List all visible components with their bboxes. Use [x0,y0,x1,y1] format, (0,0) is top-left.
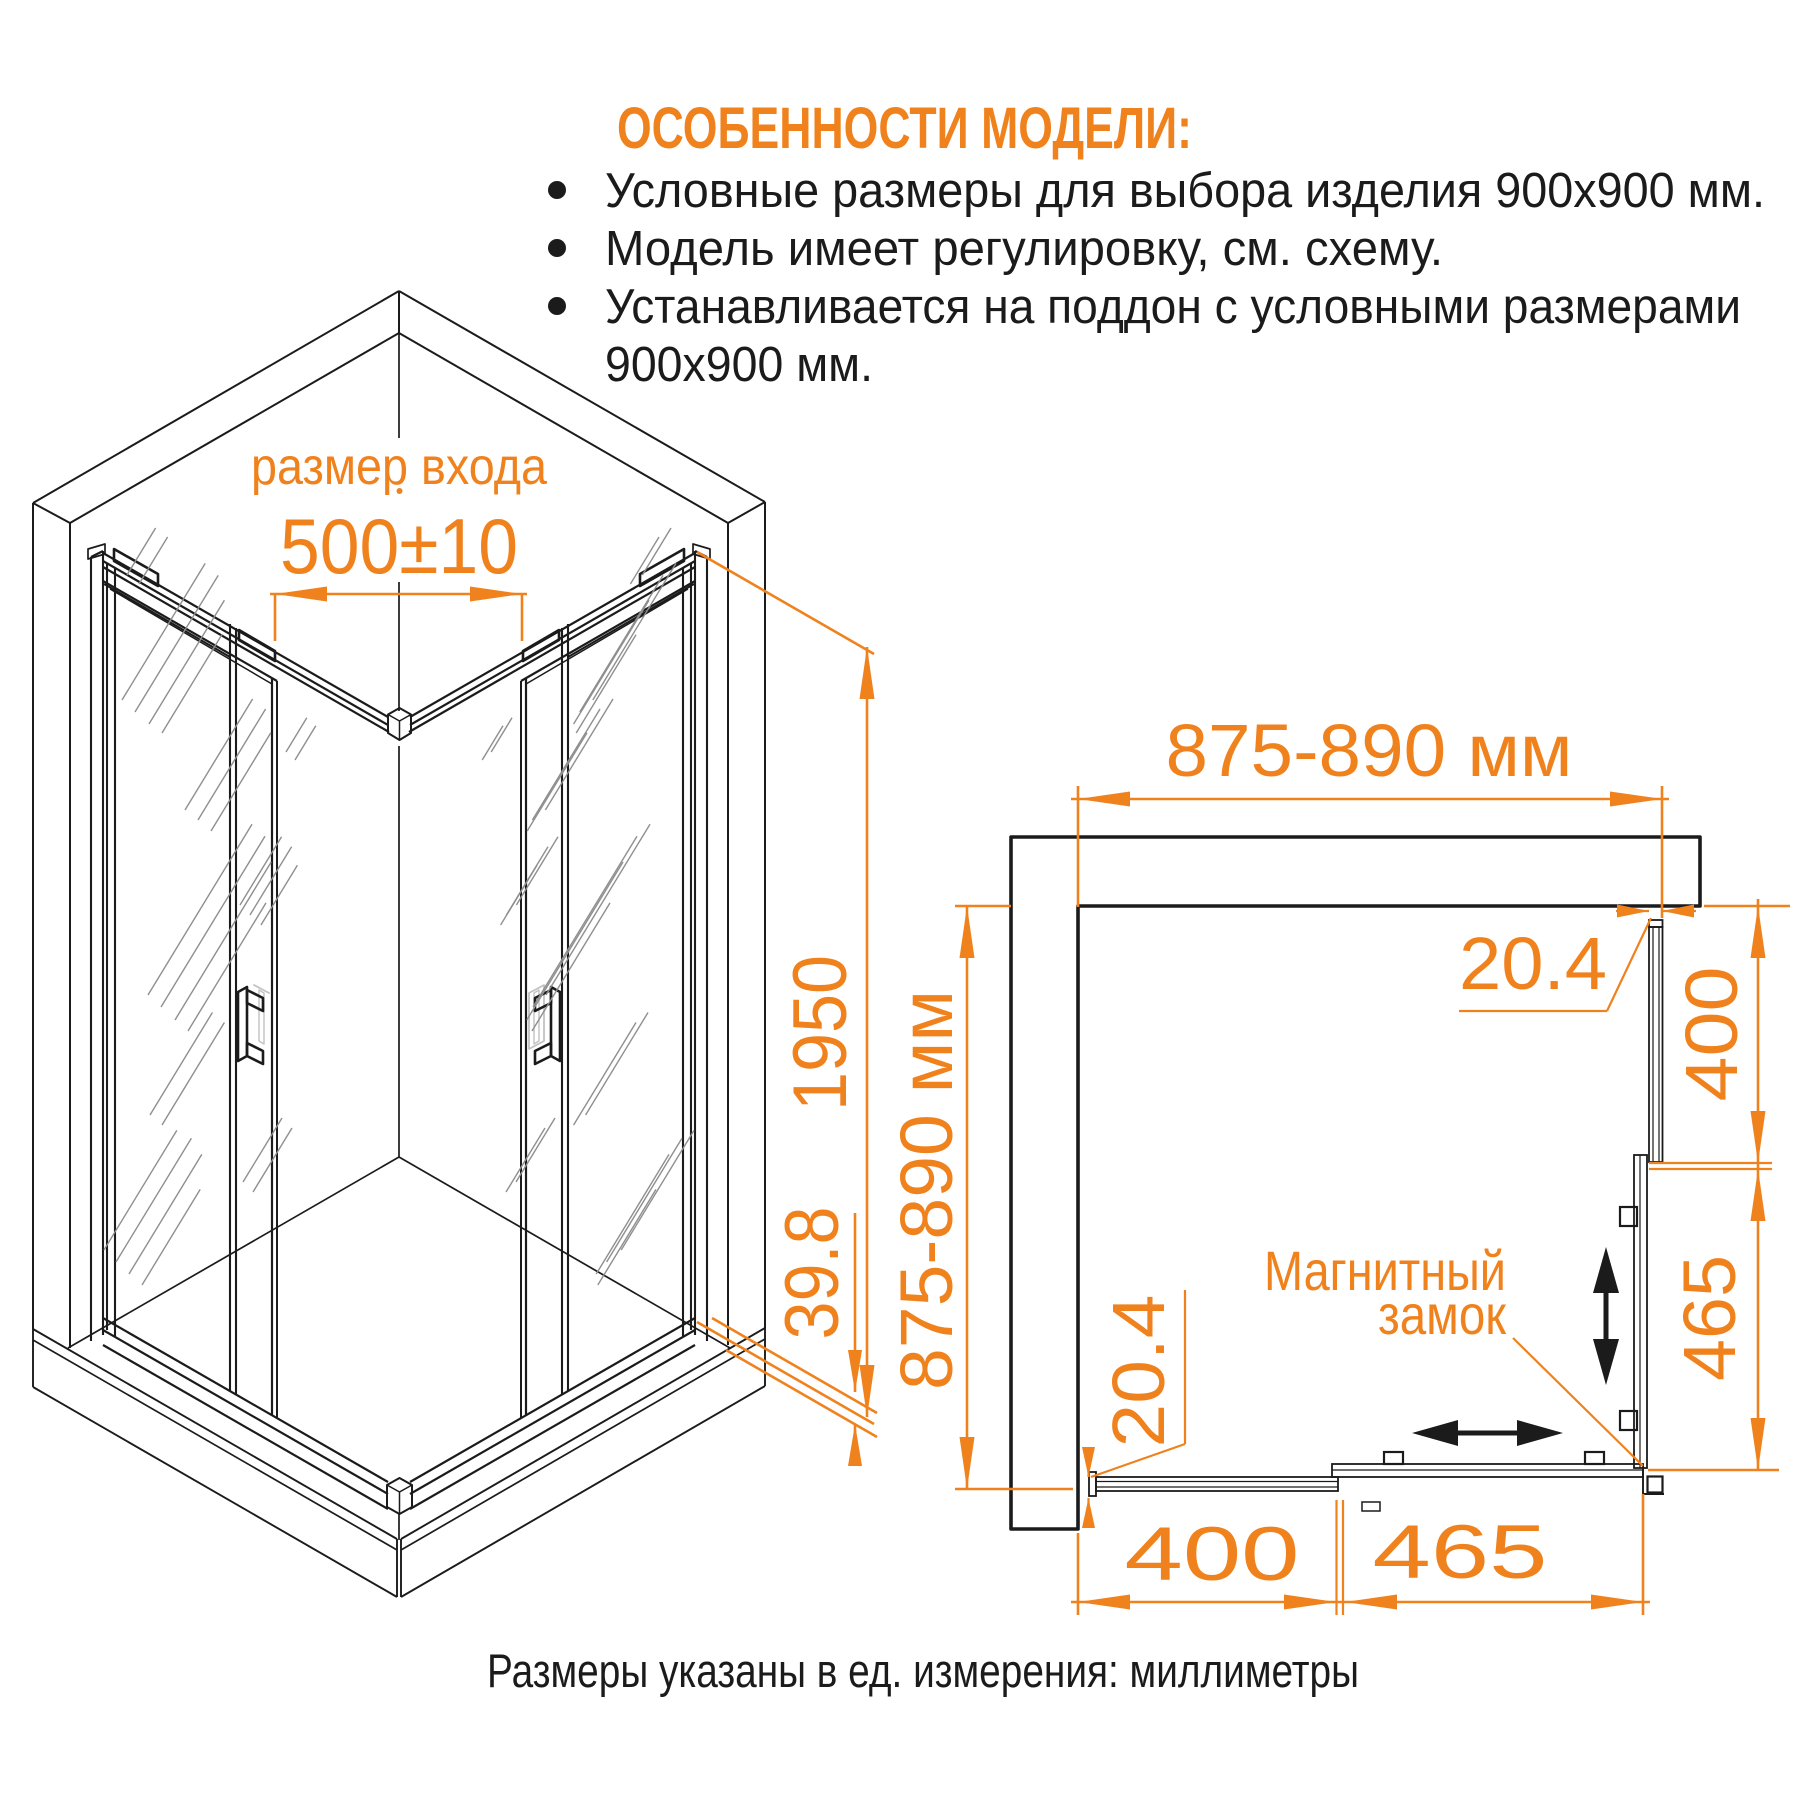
svg-text:замок: замок [1378,1283,1506,1346]
svg-text:Условные размеры для выбора из: Условные размеры для выбора изделия 900х… [605,164,1765,218]
svg-text:465: 465 [1373,1510,1548,1595]
svg-text:Модель имеет регулировку, см.: Модель имеет регулировку, см. схему. [605,222,1443,276]
svg-text:Магнитный: Магнитный [1264,1239,1506,1302]
svg-text:Размеры указаны в ед. измерени: Размеры указаны в ед. измерения: миллиме… [487,1644,1359,1697]
svg-text:500±10: 500±10 [280,502,518,590]
svg-text:465: 465 [1668,1255,1751,1381]
svg-text:39.8: 39.8 [770,1207,855,1340]
svg-text:20.4: 20.4 [1097,1295,1180,1448]
svg-text:400: 400 [1670,967,1753,1102]
svg-text:размер входа: размер входа [251,438,547,496]
svg-text:875-890 мм: 875-890 мм [885,990,968,1390]
svg-text:20.4: 20.4 [1459,922,1607,1005]
svg-text:400: 400 [1125,1512,1300,1597]
svg-text:875-890 мм: 875-890 мм [1166,709,1573,792]
svg-text:900х900 мм.: 900х900 мм. [605,338,873,392]
svg-text:ОСОБЕННОСТИ МОДЕЛИ:: ОСОБЕННОСТИ МОДЕЛИ: [617,96,1192,161]
svg-text:1950: 1950 [778,955,863,1111]
svg-text:Устанавливается на поддон с ус: Устанавливается на поддон с условными ра… [605,280,1741,334]
